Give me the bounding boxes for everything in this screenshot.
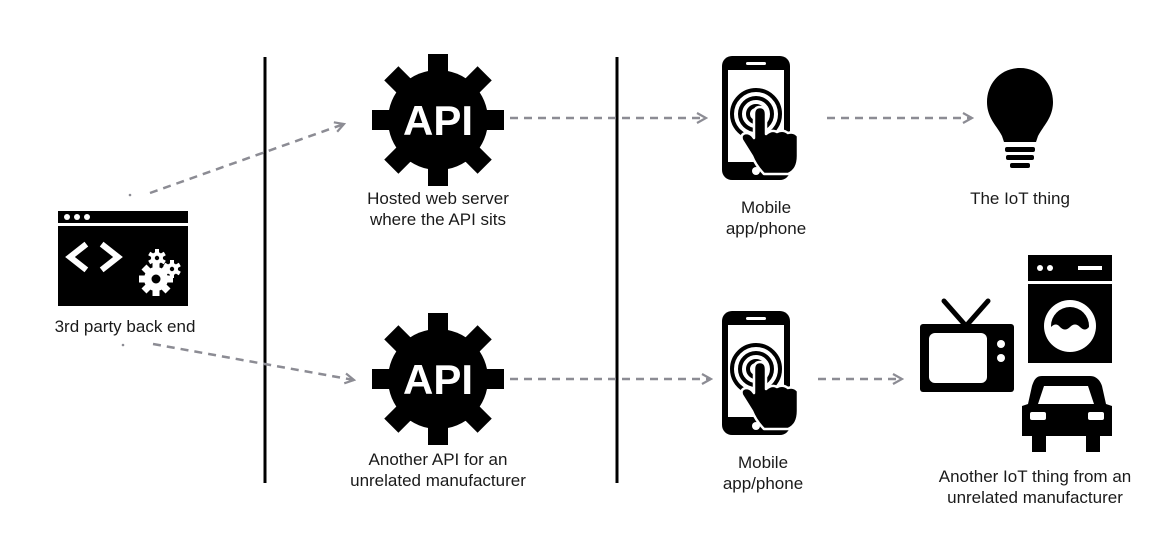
api-hosted-label: Hosted web server where the API sits — [318, 188, 558, 230]
mobile-bottom-label-line2: app/phone — [722, 474, 804, 493]
api-hosted-badge: API — [403, 97, 473, 144]
backend-label-text: 3rd party back end — [54, 317, 196, 336]
arrow-backend-to-api-other — [152, 342, 354, 380]
api-hosted-label-line1: Hosted web server — [367, 189, 509, 208]
mobile-bottom-label-line1: Mobile — [737, 453, 789, 472]
gear-icon: API — [372, 54, 504, 186]
phone-touch-icon — [720, 54, 800, 182]
iot-thing-label: The IoT thing — [940, 188, 1100, 209]
mobile-bottom-label: Mobile app/phone — [683, 452, 843, 494]
mobile-top-label: Mobile app/phone — [686, 197, 846, 239]
api-other-label: Another API for an unrelated manufacture… — [318, 449, 558, 491]
car-icon — [1022, 376, 1112, 452]
api-other-badge: API — [403, 356, 473, 403]
iot-other-label-line2: unrelated manufacturer — [947, 488, 1123, 507]
iot-thing-label-text: The IoT thing — [970, 189, 1070, 208]
api-other-label-line1: Another API for an — [368, 450, 508, 469]
code-window-gears-icon — [58, 211, 188, 306]
arrow-backend-to-api-hosted — [149, 124, 344, 195]
backend-label: 3rd party back end — [30, 316, 220, 337]
api-hosted-label-line2: where the API sits — [369, 210, 507, 229]
arrows — [149, 118, 972, 380]
phone-touch-icon — [720, 309, 800, 437]
tv-icon — [920, 298, 1014, 392]
washing-machine-icon — [1028, 255, 1112, 363]
iot-other-label-line1: Another IoT thing from an — [938, 467, 1132, 486]
mobile-top-label-line2: app/phone — [725, 219, 807, 238]
gear-icon: API — [372, 313, 504, 445]
iot-other-label: Another IoT thing from an unrelated manu… — [910, 466, 1160, 508]
mobile-top-label-line1: Mobile — [740, 198, 792, 217]
api-other-label-line2: unrelated manufacturer — [350, 471, 526, 490]
lightbulb-icon — [987, 68, 1053, 168]
